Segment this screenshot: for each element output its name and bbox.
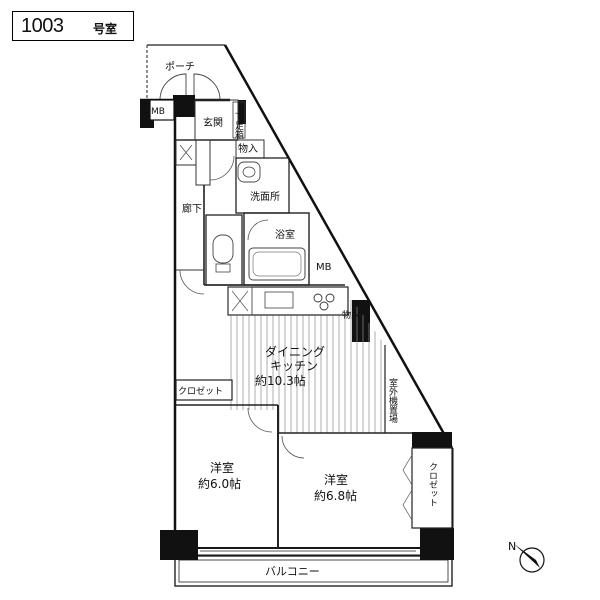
label-room-b-name: 洋室 [324, 472, 348, 487]
label-dining-kitchen-1: ダイニング [265, 344, 325, 359]
utility-closets [175, 139, 235, 186]
label-shoe-box: 下足箱 [233, 112, 244, 140]
toilet [205, 214, 243, 286]
unit-number: 1003 [21, 15, 64, 37]
label-porch: ポーチ [165, 61, 195, 73]
porch-area [146, 44, 225, 101]
label-hallway: 廊下 [182, 202, 202, 215]
label-dining-kitchen-area: 約10.3帖 [255, 373, 306, 388]
label-balcony: バルコニー [265, 565, 320, 578]
label-room-a-area: 約6.0帖 [198, 476, 241, 491]
label-mb-side: MB [316, 262, 332, 273]
label-washroom: 洗面所 [250, 191, 280, 203]
dining-kitchen [204, 284, 385, 433]
unit-suffix: 号室 [93, 22, 118, 36]
window-lines [200, 547, 416, 552]
bath [243, 212, 310, 286]
hallway-walls [176, 185, 205, 295]
balcony [174, 555, 453, 587]
label-closet-right: クロゼット [427, 462, 438, 507]
label-room-b-area: 約6.8帖 [314, 488, 357, 503]
label-outdoor-stairs: 室外機置場 [387, 377, 398, 424]
label-closet-left: クロゼット [178, 385, 223, 397]
label-entrance: 玄関 [203, 116, 223, 129]
svg-text:N: N [508, 540, 516, 553]
washroom [235, 157, 290, 214]
label-storage-1: 物入 [238, 142, 258, 155]
closet-left [175, 379, 278, 433]
label-bath: 浴室 [275, 228, 295, 241]
north-compass-icon: N [508, 540, 545, 573]
mb-box-top [149, 99, 175, 121]
label-dining-kitchen-2: キッチン [270, 359, 318, 373]
label-storage-2: 物入 [342, 309, 360, 321]
label-room-a-name: 洋室 [210, 460, 234, 475]
unit-number-box: 1003 号室 [12, 11, 134, 41]
label-mb-top: MB [151, 107, 165, 117]
room-walls [277, 345, 453, 548]
